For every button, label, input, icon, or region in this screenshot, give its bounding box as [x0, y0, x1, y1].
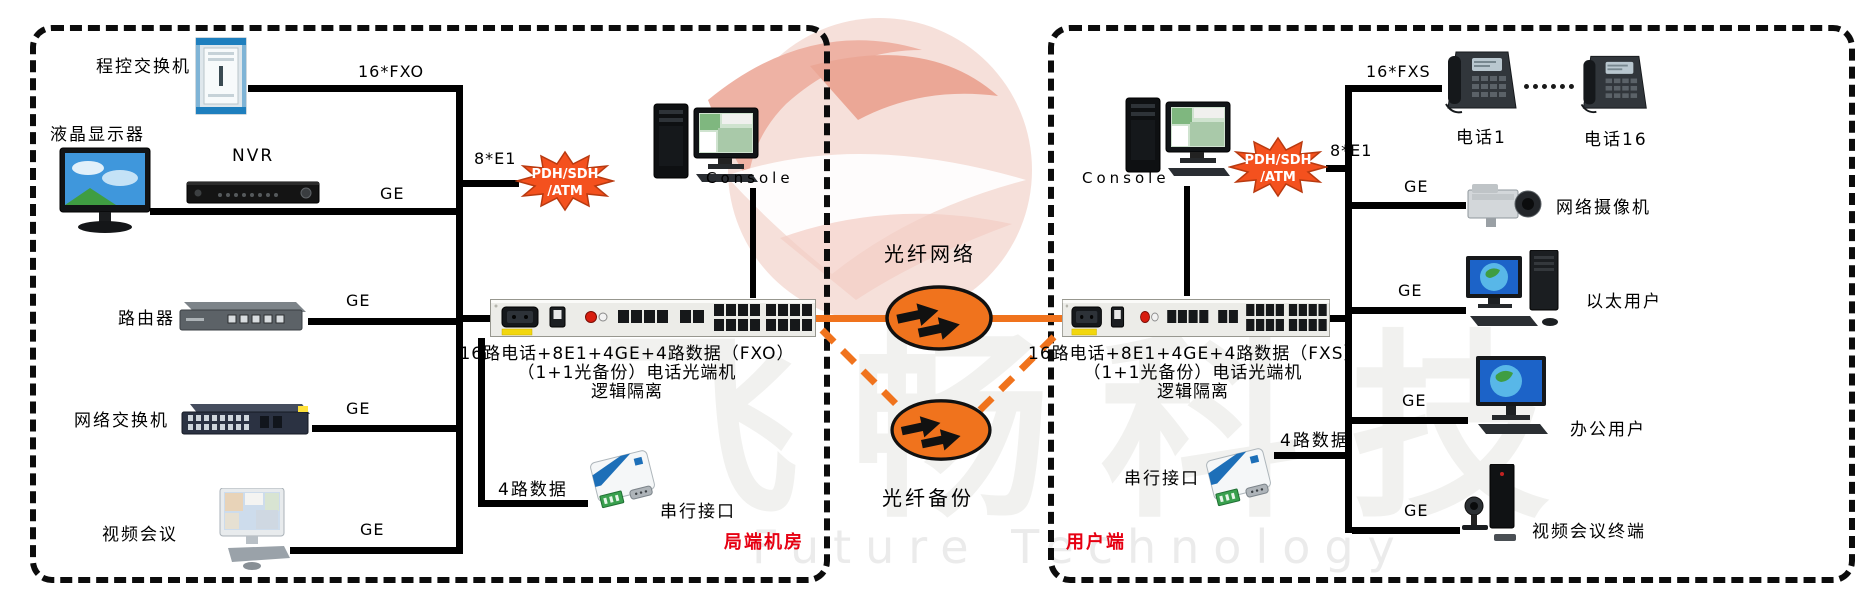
camera-ge-label: GE: [1404, 177, 1429, 196]
right-optical-multiplexer-rack: [1062, 299, 1330, 337]
right-e1-label: 8*E1: [1330, 141, 1373, 160]
right-e1-line: [1326, 165, 1345, 172]
left-pdh-sdh-atm-burst: PDH/SDH /ATM: [515, 150, 615, 212]
right-rack-caption-line2: （1+1光备份）电话光端机: [1083, 363, 1303, 383]
lcd-monitor-image: [59, 147, 151, 233]
right-rack-caption: 16路电话+8E1+4GE+4路数据（FXS） （1+1光备份）电话光端机 逻辑…: [1028, 344, 1362, 402]
pbx-cabinet-image: [195, 37, 247, 115]
vc-terminal-image: [1462, 464, 1516, 541]
left-rack-caption: 16路电话+8E1+4GE+4路数据（FXO） （1+1光备份）电话光端机 逻辑…: [457, 345, 797, 402]
fiber-backup-node-icon: [890, 399, 992, 461]
left-data4-label: 4路数据: [498, 480, 568, 500]
switch-ge-label: GE: [346, 399, 371, 418]
left-trunk-to-rack-stub: [461, 315, 492, 322]
nvr-label: NVR: [232, 146, 275, 166]
user-side-region-label: 用户端: [1066, 532, 1126, 553]
left-console-label: Console: [706, 169, 794, 187]
left-trunk-line: [456, 85, 463, 553]
fiber-main-label: 光纤网络: [884, 242, 976, 266]
left-burst-text-2: /ATM: [547, 184, 583, 199]
right-console-line: [1184, 186, 1190, 296]
right-pdh-sdh-atm-burst: PDH/SDH /ATM: [1228, 136, 1328, 198]
left-optical-multiplexer-rack: [490, 299, 816, 337]
left-console-pc-image: [653, 103, 759, 182]
right-trunk-to-rack-stub: [1330, 315, 1345, 322]
vc-terminal-line: [1352, 527, 1460, 534]
office-ge-label: GE: [1402, 391, 1427, 410]
phone1-image: [1445, 51, 1517, 114]
lcd-monitor-label: 液晶显示器: [50, 125, 145, 145]
phone16-label: 电话16: [1584, 130, 1648, 150]
right-rack-caption-line1: 16路电话+8E1+4GE+4路数据（FXS）: [1028, 344, 1362, 364]
pbx-to-trunk-line: [248, 85, 463, 92]
right-data4-label: 4路数据: [1280, 431, 1350, 451]
network-switch-label: 网络交换机: [74, 411, 169, 431]
right-burst-text-2: /ATM: [1260, 170, 1296, 185]
brand-logo-watermark: [708, 18, 1032, 322]
videoconf-to-trunk-line: [290, 547, 463, 554]
right-trunk-line: [1345, 85, 1352, 533]
ethernet-ge-label: GE: [1398, 281, 1423, 300]
nvr-ge-label: GE: [380, 184, 405, 203]
router-label: 路由器: [118, 309, 175, 329]
right-console-pc-image: [1125, 97, 1231, 176]
watermark-chinese-text: 飞畅科技: [600, 313, 1601, 546]
left-console-line: [750, 188, 756, 298]
left-serial-branch-line-v: [478, 338, 485, 505]
router-ge-label: GE: [346, 291, 371, 310]
network-switch-image: [181, 404, 310, 435]
left-rack-caption-line3: 逻辑隔离: [591, 382, 663, 402]
vc-terminal-ge-label: GE: [1404, 501, 1429, 520]
ethernet-user-line: [1352, 307, 1466, 314]
router-image: [179, 302, 306, 331]
network-camera-image: [1467, 184, 1542, 227]
ethernet-user-label: 以太用户: [1586, 292, 1662, 312]
left-rack-caption-line1: 16路电话+8E1+4GE+4路数据（FXO）: [459, 344, 795, 364]
watermark-english-text: Future Technology: [752, 520, 1409, 574]
right-serial-converter-image: [1206, 448, 1271, 507]
right-serial-branch-line: [1274, 452, 1345, 459]
central-office-region-label: 局端机房: [724, 532, 804, 553]
router-to-trunk-line: [308, 318, 463, 325]
fxs-line-label: 16*FXS: [1366, 62, 1431, 81]
videoconf-label: 视频会议: [102, 525, 178, 545]
left-serial-label: 串行接口: [660, 502, 736, 522]
fiber-main-node-icon: [885, 285, 993, 351]
ethernet-user-pc-image: [1466, 250, 1559, 326]
fiber-backup-label: 光纤备份: [882, 486, 974, 510]
videoconf-pc-image: [219, 488, 290, 570]
left-e1-label: 8*E1: [474, 149, 517, 168]
fxs-line: [1352, 85, 1442, 92]
office-user-label: 办公用户: [1570, 420, 1646, 440]
left-rack-caption-line2: （1+1光备份）电话光端机: [517, 363, 737, 383]
videoconf-ge-label: GE: [360, 520, 385, 539]
right-burst-text-1: PDH/SDH: [1245, 153, 1312, 168]
office-user-monitor-image: [1476, 356, 1548, 434]
phone1-label: 电话1: [1456, 128, 1507, 148]
central-office-region-box: [30, 25, 830, 583]
switch-to-trunk-line: [312, 425, 463, 432]
left-serial-branch-line-h: [478, 500, 588, 507]
network-camera-label: 网络摄像机: [1556, 198, 1651, 218]
office-user-line: [1352, 417, 1468, 424]
camera-line: [1352, 202, 1466, 209]
left-e1-line: [461, 180, 519, 187]
right-console-label: Console: [1082, 169, 1170, 187]
left-burst-text-1: PDH/SDH: [532, 167, 599, 182]
right-rack-caption-line3: 逻辑隔离: [1157, 382, 1229, 402]
right-serial-label: 串行接口: [1124, 469, 1200, 489]
user-side-region-box: [1048, 25, 1855, 583]
nvr-to-trunk-line: [150, 208, 463, 215]
phone16-image: [1580, 55, 1647, 114]
pbx-label: 程控交换机: [96, 57, 191, 77]
nvr-image: [186, 181, 320, 204]
fxo-line-label: 16*FXO: [358, 62, 425, 81]
vc-terminal-label: 视频会议终端: [1532, 522, 1646, 542]
phones-ellipsis-line: [1524, 84, 1574, 89]
left-serial-converter-image: [590, 450, 655, 509]
